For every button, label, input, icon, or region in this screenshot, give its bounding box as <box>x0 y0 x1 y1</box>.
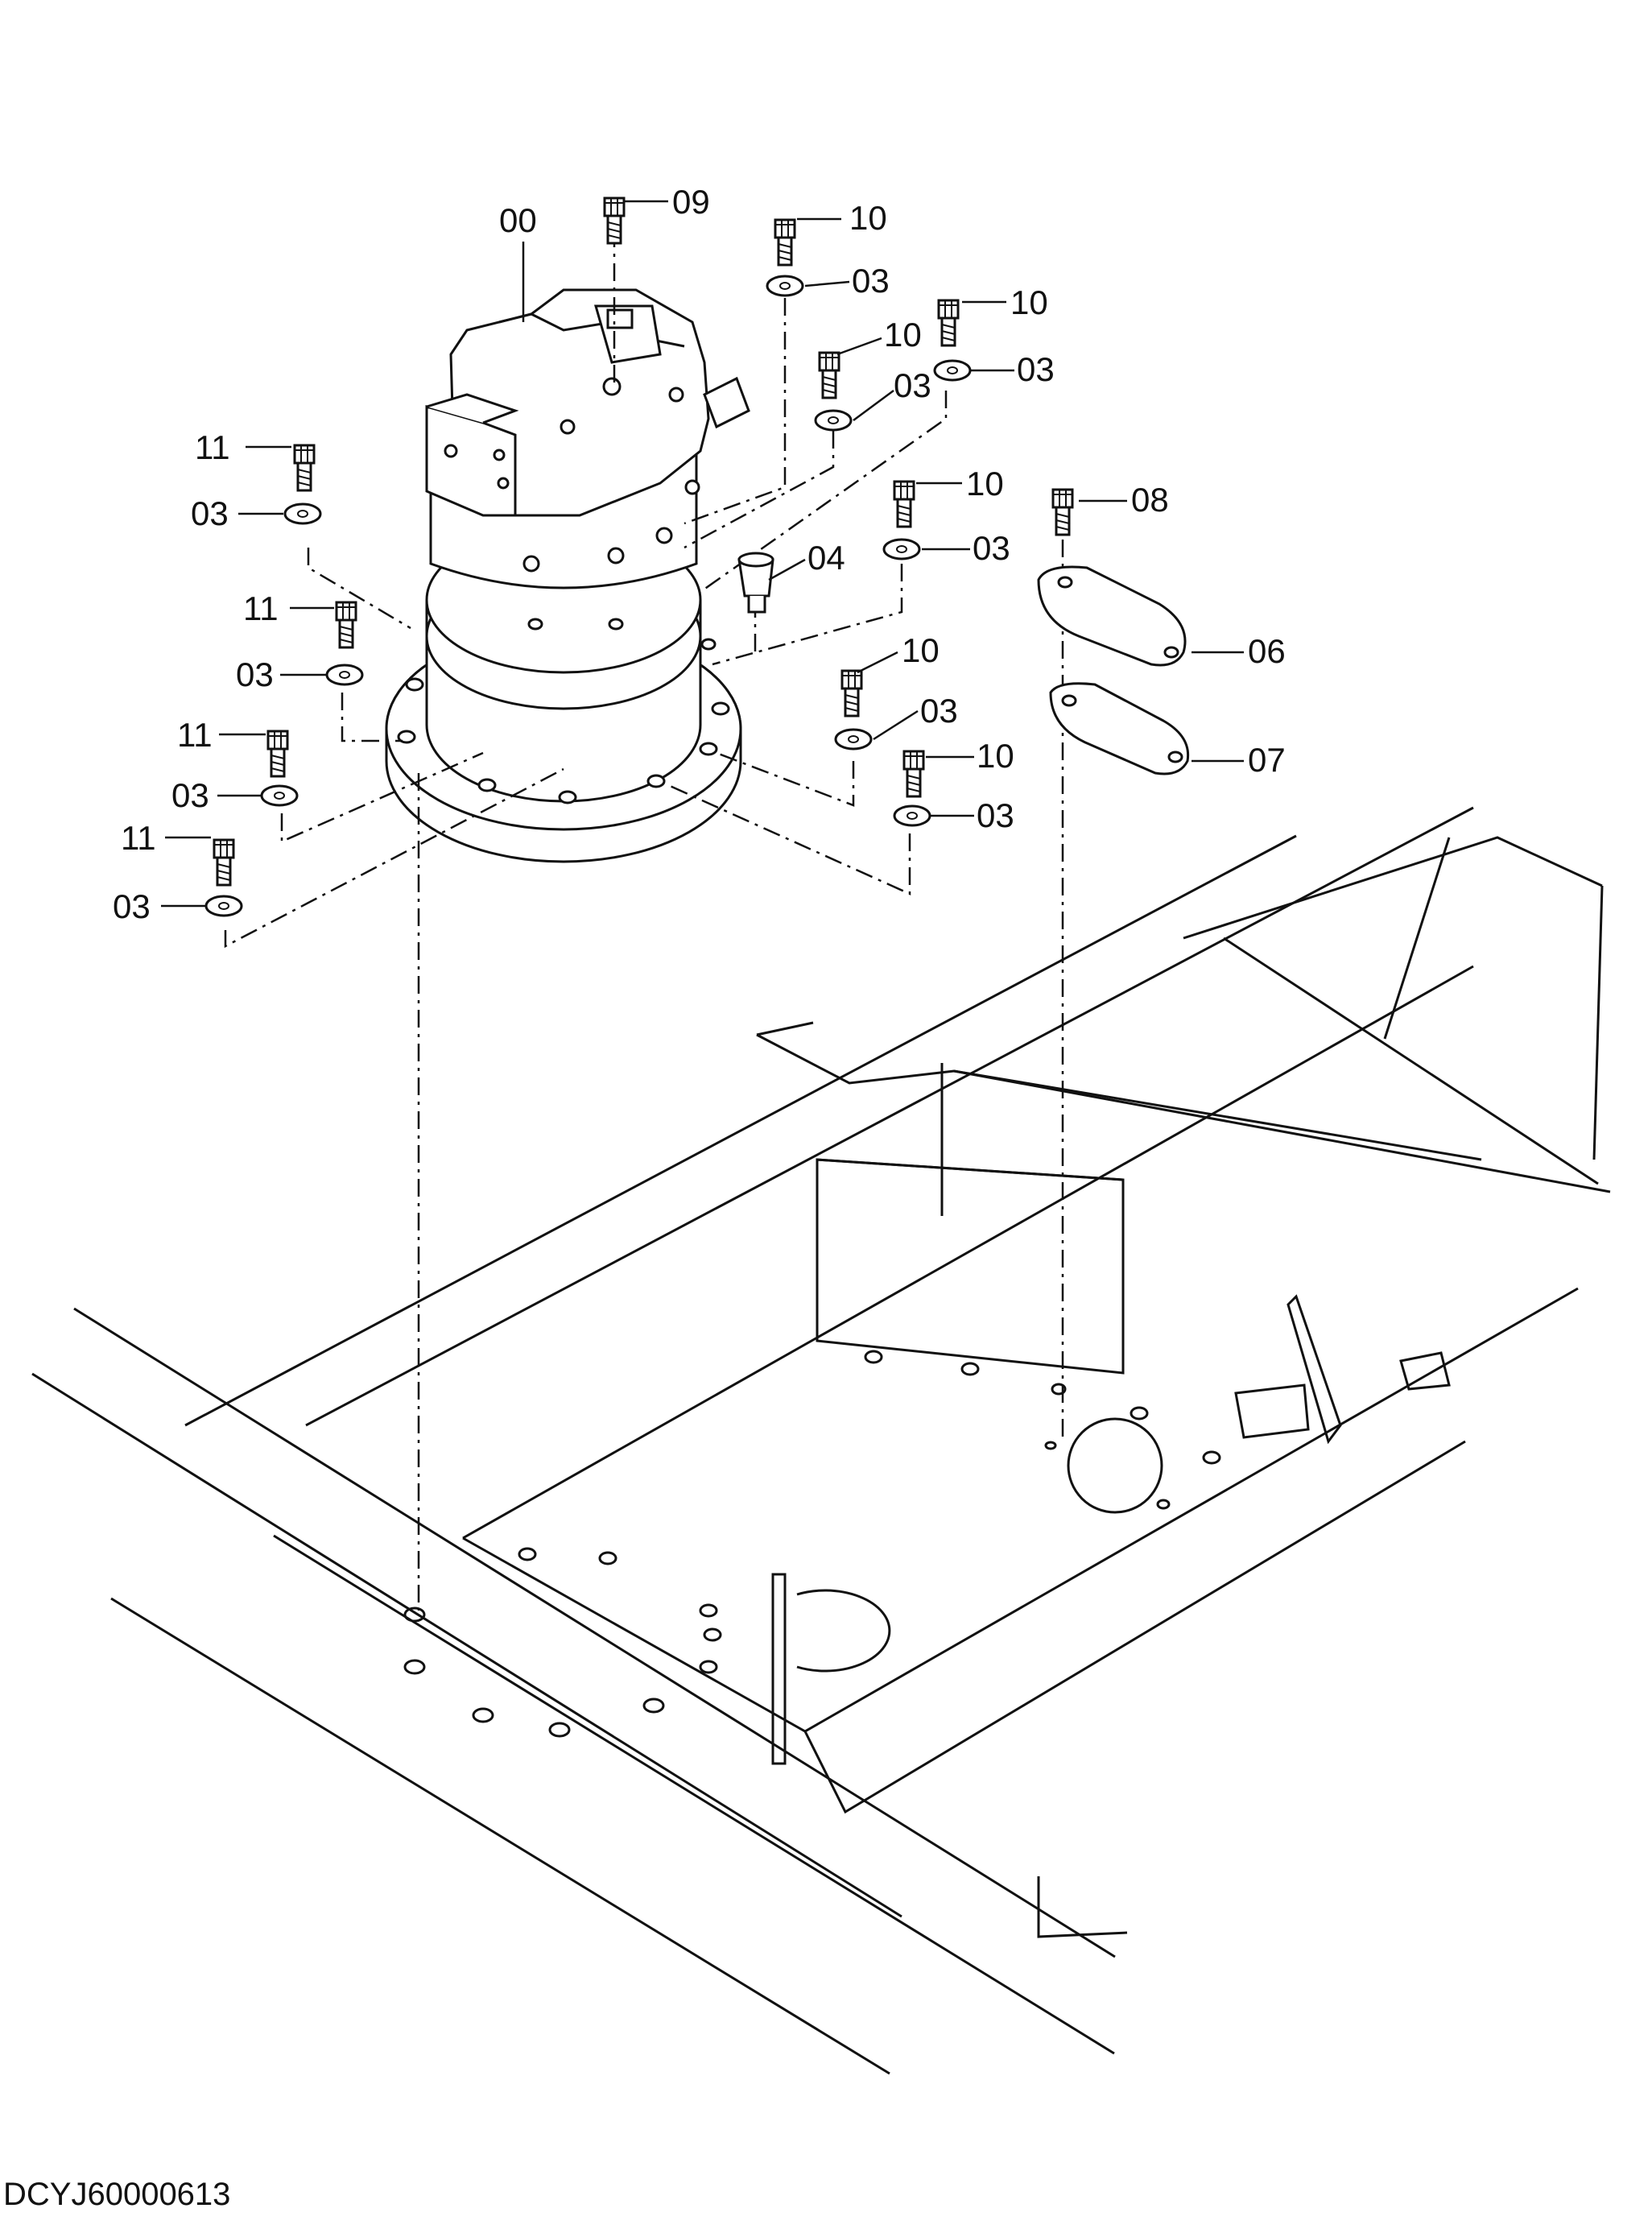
leader-lines <box>161 200 1244 908</box>
swing-motor-assembly <box>385 288 750 863</box>
gaskets <box>1037 565 1190 775</box>
label-washer-03-c: 03 <box>894 366 931 404</box>
label-bolt-10-c: 10 <box>884 316 922 354</box>
label-washer-03-i: 03 <box>171 776 209 814</box>
label-gasket-07: 07 <box>1248 741 1286 779</box>
label-bolt-11-c: 11 <box>177 716 213 754</box>
part-labels: 00 09 10 03 10 03 10 03 10 03 04 08 06 0… <box>113 183 1286 925</box>
label-bolt-11-d: 11 <box>121 819 156 857</box>
label-bolt-10-d: 10 <box>966 465 1004 502</box>
plug-part <box>737 552 774 614</box>
label-plug-04: 04 <box>807 539 845 577</box>
frame-holes <box>403 1350 1221 1738</box>
label-washer-03-f: 03 <box>977 796 1014 834</box>
label-gasket-06: 06 <box>1248 632 1286 670</box>
label-washer-03-a: 03 <box>852 262 890 300</box>
label-bolt-10-e: 10 <box>902 631 940 669</box>
label-bolt-10-f: 10 <box>977 737 1014 775</box>
upper-frame-structure <box>31 806 1611 2075</box>
drawing-number: DCYJ60000613 <box>3 2177 231 2212</box>
label-bolt-10-b: 10 <box>1010 283 1048 321</box>
label-washer-03-e: 03 <box>920 692 958 730</box>
label-washer-03-d: 03 <box>973 529 1010 567</box>
label-washer-03-g: 03 <box>191 494 229 532</box>
label-washer-03-h: 03 <box>236 655 274 693</box>
label-bolt-09: 09 <box>672 183 710 221</box>
label-bolt-10-a: 10 <box>849 199 887 237</box>
label-bolt-11-a: 11 <box>195 428 230 466</box>
label-washer-03-b: 03 <box>1017 350 1055 388</box>
label-bolt-08: 08 <box>1131 481 1169 519</box>
label-bolt-11-b: 11 <box>243 589 279 627</box>
label-motor: 00 <box>499 201 537 239</box>
label-washer-03-j: 03 <box>113 887 151 925</box>
